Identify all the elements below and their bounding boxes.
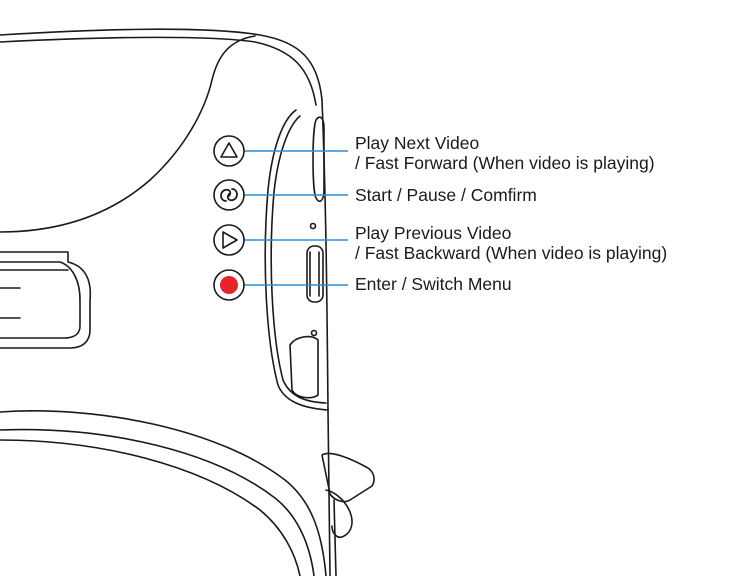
side-panel-inner <box>264 109 329 411</box>
middle-side-button <box>306 245 324 303</box>
next-video-button <box>213 135 245 167</box>
triangle-right-icon <box>222 231 238 249</box>
headset-top-outline-inner <box>0 36 317 106</box>
headset-top-outline <box>0 28 323 101</box>
label-next-video-line2: / Fast Forward (When video is playing) <box>355 153 655 173</box>
hinge-line <box>327 409 331 576</box>
label-enter-menu-line1: Enter / Switch Menu <box>355 274 512 294</box>
middle-side-button-inner <box>309 251 320 297</box>
headset-shell-curve <box>0 35 256 233</box>
label-prev-video-line1: Play Previous Video <box>355 223 512 243</box>
hinge-clip <box>321 452 375 503</box>
label-enter-menu: Enter / Switch Menu <box>355 274 512 294</box>
upper-side-button <box>312 116 325 202</box>
lower-side-port <box>289 335 319 399</box>
triangle-up-icon <box>220 142 238 158</box>
hinge-line-2 <box>333 499 337 576</box>
strap-slot <box>0 269 69 319</box>
red-dot-icon <box>220 276 238 294</box>
label-next-video-line1: Play Next Video <box>355 133 480 153</box>
side-panel-inner-2 <box>270 115 327 404</box>
label-prev-video: Play Previous Video / Fast Backward (Whe… <box>355 223 667 263</box>
prev-video-button <box>213 224 245 256</box>
indicator-dot-2 <box>310 329 318 337</box>
hinge-clip-detail <box>325 489 353 539</box>
lower-shell-edge <box>0 428 315 576</box>
lower-shell-outer <box>0 410 327 576</box>
strap-bracket-inner <box>0 261 81 339</box>
label-start-pause: Start / Pause / Comfirm <box>355 185 537 205</box>
label-next-video: Play Next Video / Fast Forward (When vid… <box>355 133 655 173</box>
play-pause-swirl-icon <box>220 188 238 202</box>
label-start-pause-line1: Start / Pause / Comfirm <box>355 185 537 205</box>
strap-bracket <box>0 251 92 349</box>
indicator-dot-1 <box>309 222 317 230</box>
lower-shell-inner <box>0 439 301 576</box>
label-prev-video-line2: / Fast Backward (When video is playing) <box>355 243 668 263</box>
